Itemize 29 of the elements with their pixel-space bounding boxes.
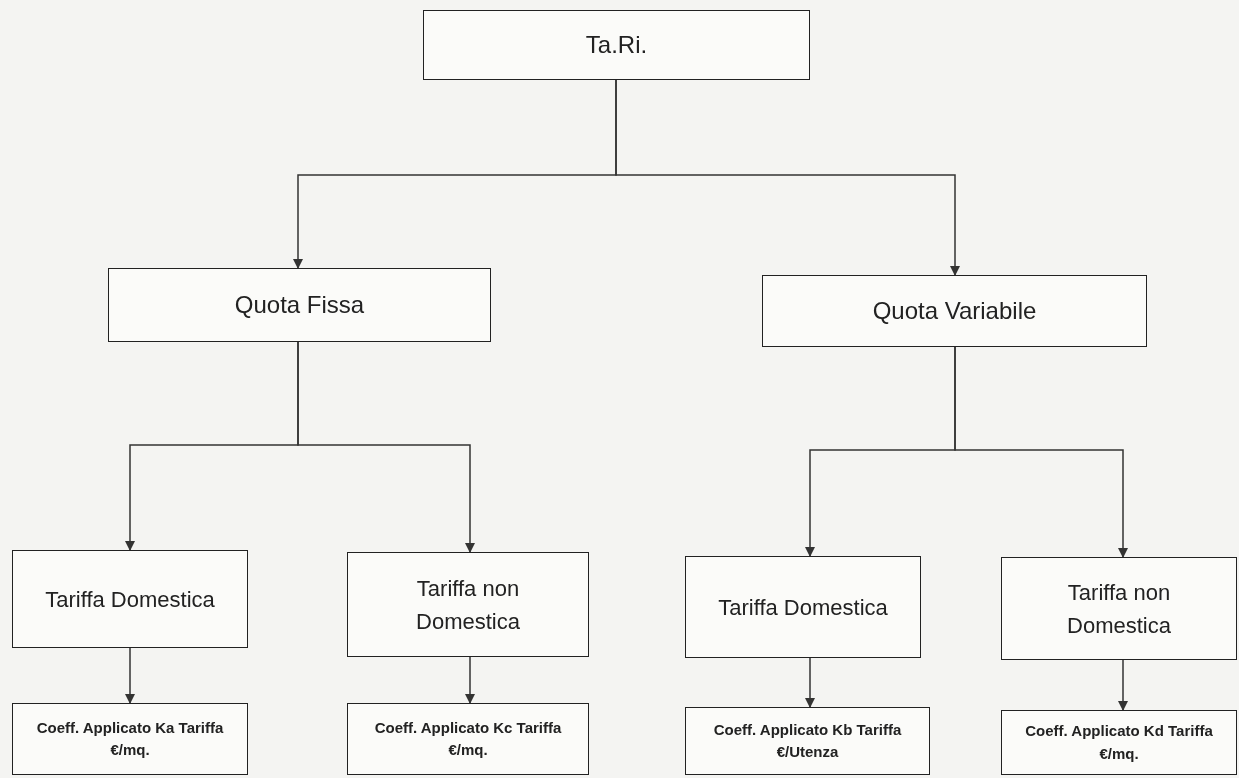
process-box xyxy=(1001,557,1237,660)
box-label: Tariffa Domestica xyxy=(718,593,888,622)
arrow xyxy=(615,79,960,276)
box-label: Quota Fissa xyxy=(234,290,365,320)
process-box xyxy=(1001,710,1237,775)
process-box xyxy=(685,556,921,658)
box-label: Quota Variabile xyxy=(872,296,1037,326)
arrow xyxy=(465,656,475,704)
process-box xyxy=(685,707,930,775)
arrow xyxy=(1118,659,1128,711)
process-box xyxy=(12,703,248,775)
arrow xyxy=(954,346,1128,558)
process-box xyxy=(347,552,589,657)
box-label: Coeff. Applicato Kd Tariffa €/mq. xyxy=(1024,721,1214,764)
box-label: Tariffa non Domestica xyxy=(415,574,521,636)
arrow xyxy=(125,647,135,704)
box-label: Coeff. Applicato Kb Tariffa €/Utenza xyxy=(712,719,903,762)
process-box xyxy=(762,275,1147,347)
process-box xyxy=(423,10,810,80)
box-label: Tariffa Domestica xyxy=(45,585,215,614)
arrow xyxy=(297,341,475,553)
box-label: Tariffa non Domestica xyxy=(1066,578,1172,640)
box-label: Coeff. Applicato Kc Tariffa €/mq. xyxy=(373,717,563,760)
process-box xyxy=(108,268,491,342)
box-label: Coeff. Applicato Ka Tariffa €/mq. xyxy=(35,717,225,760)
arrow xyxy=(805,657,815,708)
process-box xyxy=(347,703,589,775)
box-label: Ta.Ri. xyxy=(585,30,648,60)
process-box xyxy=(12,550,248,648)
